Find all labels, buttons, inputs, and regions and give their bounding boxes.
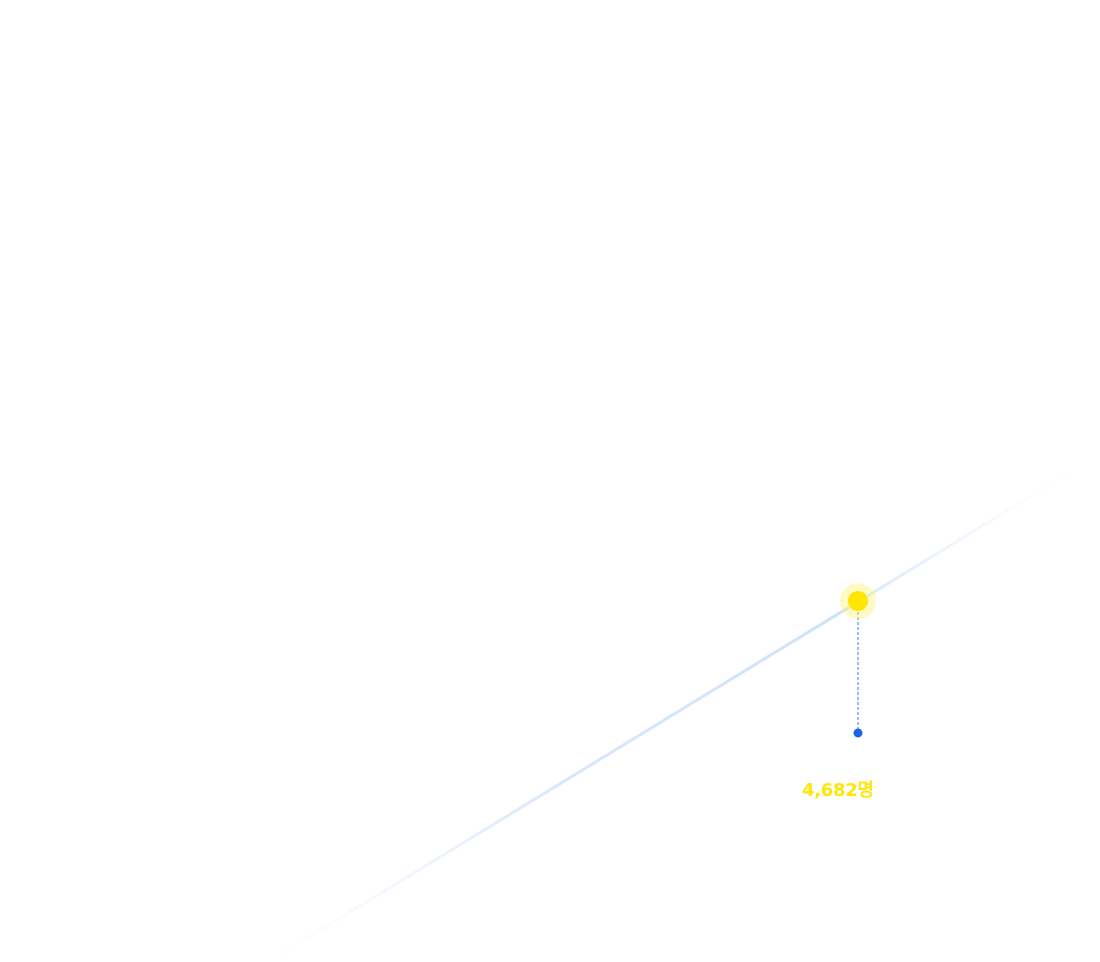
trend-line [266, 463, 1084, 962]
anchor-dot [853, 728, 863, 738]
data-point-marker[interactable] [848, 591, 868, 611]
value-label: 4,682명 [802, 780, 874, 801]
